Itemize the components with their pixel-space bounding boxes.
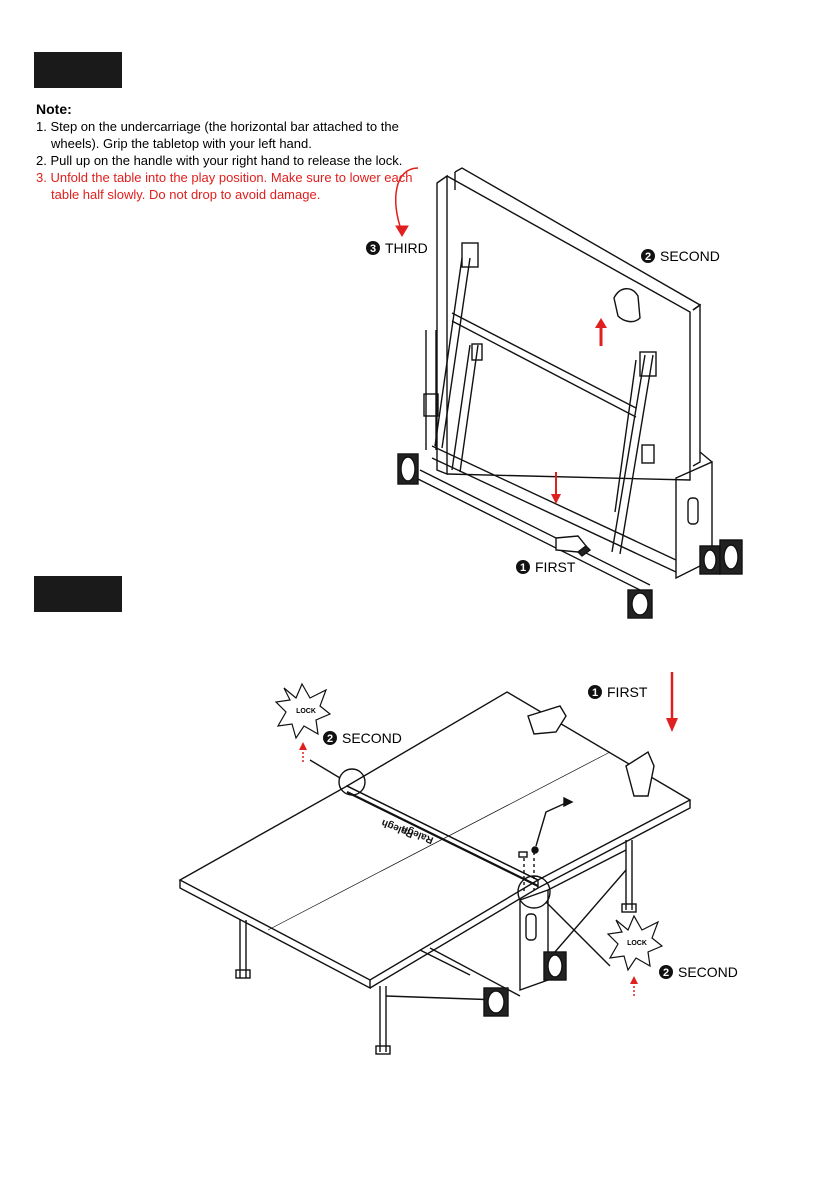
- note-item-1: 1. Step on the undercarriage (the horizo…: [36, 119, 399, 151]
- svg-text:FIRST: FIRST: [607, 684, 648, 700]
- hand-icon: [625, 750, 655, 797]
- step-down-arrow: [551, 494, 561, 504]
- label-second-top: 2 SECOND: [641, 248, 720, 264]
- wheel: [397, 453, 419, 485]
- svg-text:LOCK: LOCK: [296, 708, 316, 715]
- number-badge-3: [366, 241, 380, 255]
- unfold-curved-arrow: [395, 167, 419, 233]
- label-first-bottom: 1 FIRST: [588, 684, 648, 700]
- hand-icon: [527, 705, 567, 735]
- note-title: Note:: [36, 101, 72, 117]
- folded-table-figure: [395, 167, 743, 619]
- brand-text: Ralegh: [380, 817, 415, 840]
- lock-detail-circle: [517, 875, 551, 909]
- lock-burst-left: LOCK: [274, 682, 332, 762]
- note-item-2: 2. Pull up on the handle with your right…: [36, 153, 403, 168]
- wheel: [483, 987, 509, 1017]
- svg-text:LOCK: LOCK: [627, 940, 647, 947]
- label-second-right: 2 SECOND: [659, 964, 738, 980]
- label-second-left: 2 SECOND: [323, 730, 402, 746]
- step-header-box-top: [34, 52, 122, 88]
- label-first-top: 1 FIRST: [516, 559, 576, 575]
- svg-text:1: 1: [592, 687, 598, 699]
- label-third: 3 THIRD: [366, 240, 428, 256]
- svg-text:FIRST: FIRST: [535, 559, 576, 575]
- wheel: [699, 545, 721, 575]
- note-item-3: 3. Unfold the table into the play positi…: [36, 170, 413, 202]
- svg-text:SECOND: SECOND: [342, 730, 402, 746]
- note-block: Note: 1. Step on the undercarriage (the …: [36, 101, 436, 203]
- wheel: [627, 589, 653, 619]
- lock-detail-circle: [338, 768, 366, 796]
- open-table-figure: [178, 691, 692, 1055]
- hand-icon: [613, 288, 641, 323]
- svg-text:2: 2: [645, 251, 651, 263]
- svg-text:SECOND: SECOND: [678, 964, 738, 980]
- svg-text:2: 2: [327, 733, 333, 745]
- step-header-box-bottom: [34, 576, 122, 612]
- svg-text:2: 2: [663, 967, 669, 979]
- lock-burst-right: LOCK: [606, 914, 664, 996]
- wheel: [719, 539, 743, 575]
- svg-text:THIRD: THIRD: [385, 240, 428, 256]
- svg-text:SECOND: SECOND: [660, 248, 720, 264]
- svg-text:3: 3: [370, 243, 376, 255]
- wheel: [543, 951, 567, 981]
- svg-text:1: 1: [520, 562, 526, 574]
